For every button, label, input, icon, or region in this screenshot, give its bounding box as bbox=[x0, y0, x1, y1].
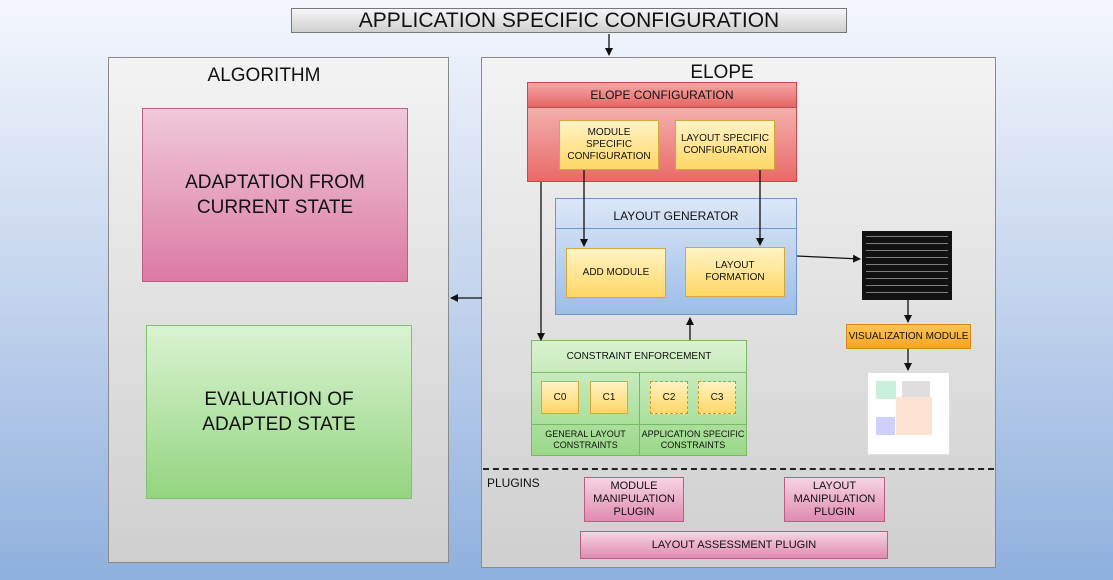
constraint-c2: C2 bbox=[650, 381, 688, 414]
constraint-c3: C3 bbox=[698, 381, 736, 414]
module-specific-configuration-box: MODULE SPECIFIC CONFIGURATION bbox=[559, 120, 659, 170]
elope-configuration-title: ELOPE CONFIGURATION bbox=[528, 83, 796, 108]
layout-manipulation-plugin: LAYOUT MANIPULATION PLUGIN bbox=[784, 477, 885, 522]
evaluation-box: EVALUATION OF ADAPTED STATE bbox=[146, 325, 412, 499]
constraint-c1: C1 bbox=[590, 381, 628, 414]
general-layout-constraints: GENERAL LAYOUT CONSTRAINTS bbox=[532, 424, 639, 455]
preview-tile-1 bbox=[876, 381, 896, 399]
module-manipulation-label: MODULE MANIPULATION PLUGIN bbox=[593, 480, 675, 518]
visualization-module-box: VISUALIZATION MODULE bbox=[846, 324, 971, 349]
algorithm-panel: ALGORITHM ADAPTATION FROM CURRENT STATE … bbox=[108, 57, 449, 563]
general-constraints-label: GENERAL LAYOUT CONSTRAINTS bbox=[545, 429, 626, 450]
preview-tile-4 bbox=[876, 417, 895, 435]
add-module-label: ADD MODULE bbox=[582, 267, 650, 278]
application-specific-configuration-bar: APPLICATION SPECIFIC CONFIGURATION bbox=[291, 8, 847, 33]
constraint-enforcement-title: CONSTRAINT ENFORCEMENT bbox=[532, 341, 746, 373]
layout-preview-thumbnail bbox=[867, 372, 950, 455]
application-specific-constraints: APPLICATION SPECIFIC CONSTRAINTS bbox=[640, 424, 746, 455]
module-specific-label: MODULE SPECIFIC CONFIGURATION bbox=[567, 127, 651, 162]
module-manipulation-plugin: MODULE MANIPULATION PLUGIN bbox=[584, 477, 684, 522]
preview-tile-3 bbox=[896, 397, 932, 435]
visualization-module-label: VISUALIZATION MODULE bbox=[848, 331, 969, 342]
layout-assessment-plugin: LAYOUT ASSESSMENT PLUGIN bbox=[580, 531, 888, 559]
adaptation-box: ADAPTATION FROM CURRENT STATE bbox=[142, 108, 408, 282]
preview-tile-2 bbox=[902, 381, 930, 399]
application-constraints-label: APPLICATION SPECIFIC CONSTRAINTS bbox=[641, 429, 745, 450]
layout-formation-box: LAYOUT FORMATION bbox=[685, 247, 785, 297]
elope-configuration-box: ELOPE CONFIGURATION MODULE SPECIFIC CONF… bbox=[527, 82, 797, 182]
constraint-divider bbox=[639, 373, 640, 455]
constraint-enforcement-box: CONSTRAINT ENFORCEMENT C0 C1 C2 C3 GENER… bbox=[531, 340, 747, 456]
algorithm-title: ALGORITHM bbox=[207, 65, 321, 86]
arrow-generator-to-matrix bbox=[796, 254, 861, 263]
plugins-label: PLUGINS bbox=[487, 476, 540, 490]
layout-manipulation-label: LAYOUT MANIPULATION PLUGIN bbox=[793, 480, 876, 518]
add-module-box: ADD MODULE bbox=[566, 248, 666, 298]
layout-assessment-label: LAYOUT ASSESSMENT PLUGIN bbox=[651, 538, 817, 551]
layout-formation-label: LAYOUT FORMATION bbox=[705, 260, 765, 283]
plugins-divider bbox=[483, 468, 994, 470]
adaptation-label: ADAPTATION FROM CURRENT STATE bbox=[185, 172, 365, 218]
layout-specific-configuration-box: LAYOUT SPECIFIC CONFIGURATION bbox=[675, 120, 775, 170]
layout-matrix-image bbox=[862, 231, 952, 300]
layout-generator-title: LAYOUT GENERATOR bbox=[556, 203, 796, 229]
layout-specific-label: LAYOUT SPECIFIC CONFIGURATION bbox=[681, 133, 769, 156]
layout-generator-box: LAYOUT GENERATOR ADD MODULE LAYOUT FORMA… bbox=[555, 198, 797, 315]
elope-title: ELOPE bbox=[690, 62, 754, 83]
top-title: APPLICATION SPECIFIC CONFIGURATION bbox=[358, 8, 780, 32]
constraint-c0: C0 bbox=[541, 381, 579, 414]
evaluation-label: EVALUATION OF ADAPTED STATE bbox=[202, 389, 356, 435]
